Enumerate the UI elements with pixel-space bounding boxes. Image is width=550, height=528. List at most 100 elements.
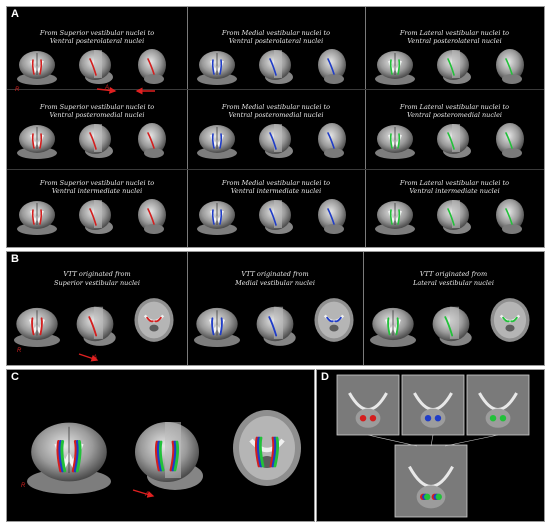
b-axial-2 <box>314 298 354 342</box>
panel-d-label: D <box>321 371 329 383</box>
a-lateral-r1-c1 <box>138 49 166 84</box>
a-lateral-r2-c1 <box>138 123 166 158</box>
b-coronal-1-tract-right <box>39 317 43 336</box>
caption-a-6-line-1: From Lateral vestibular nuclei to <box>399 103 510 111</box>
panel-c-brain-images <box>27 410 301 498</box>
caption-b-1-line-1: VTT originated from <box>63 270 131 278</box>
caption-b-2-line-1: VTT originated from <box>241 270 309 278</box>
c-coronal-combined-tract-l-1 <box>56 440 63 473</box>
d-slice-medial-blob-r-1 <box>434 415 442 422</box>
a-lateral-r1-c2 <box>318 49 346 84</box>
panel-b-label: B <box>11 253 19 265</box>
b-axial-1 <box>134 298 174 342</box>
a-sagittal-r1-c2-tract <box>269 58 277 76</box>
a-arrow-1 <box>96 86 117 94</box>
a-coronal-r1-c1-tract-left <box>31 59 35 75</box>
b-sagittal-2-tract <box>268 316 278 337</box>
caption-b-1-line-2: Superior vestibular nuclei <box>54 279 140 287</box>
panel-b-divider-1 <box>187 252 188 365</box>
b-coronal-2-tract-right <box>219 317 223 336</box>
b-axial-3-tract-right <box>510 316 518 323</box>
a-coronal-r1-c2-tract-left <box>211 59 215 75</box>
d-connector-2 <box>430 434 434 447</box>
orientation-r-mark-a: R <box>15 87 20 93</box>
caption-a-2: From Medial vestibular nuclei to Ventral… <box>187 29 365 45</box>
a-coronal-r2-c2-tract-left <box>211 133 215 149</box>
c-sagittal-combined-tract-l-2 <box>156 440 163 472</box>
caption-a-9: From Lateral vestibular nuclei to Ventra… <box>365 179 544 195</box>
a-sagittal-r3-c1 <box>79 200 113 234</box>
a-sagittal-r1-c1-tract <box>89 58 97 76</box>
caption-a-3-line-2: Ventral posterolateral nuclei <box>407 37 502 45</box>
caption-b-2: VTT originated from Medial vestibular nu… <box>187 270 363 288</box>
a-lateral-r2-c3-tract <box>505 132 513 149</box>
a-sagittal-r2-c3-tract <box>447 132 455 150</box>
a-coronal-r3-c3-tract-left <box>389 209 393 225</box>
a-lateral-r3-c3-tract <box>505 208 513 225</box>
b-coronal-3 <box>370 307 416 347</box>
a-coronal-r3-c1-tract-right <box>39 209 43 225</box>
a-coronal-r1-c3-tract-left <box>389 59 393 75</box>
c-sagittal-combined-tract-r-2 <box>171 440 178 472</box>
orientation-a-mark-a: A <box>105 85 110 91</box>
caption-a-2-line-1: From Medial vestibular nuclei to <box>221 29 331 37</box>
d-slice-superior <box>336 374 400 436</box>
c-coronal-combined-tract-l-3 <box>60 440 67 473</box>
c-axial-combined <box>233 410 301 486</box>
a-lateral-r1-c2-tract <box>327 58 335 75</box>
caption-a-7-line-2: Ventral intermediate nuclei <box>51 187 143 195</box>
a-sagittal-r2-c2 <box>259 124 293 158</box>
caption-a-6: From Lateral vestibular nuclei to Ventra… <box>365 103 544 119</box>
caption-a-4: From Superior vestibular nuclei to Ventr… <box>7 103 187 119</box>
a-coronal-r2-c3-tract-right <box>397 133 401 149</box>
c-axial-combined-tract-l-3 <box>258 436 265 468</box>
a-lateral-r1-c3-tract <box>505 58 513 75</box>
d-slice-combined-blob-l-3 <box>424 493 431 501</box>
panel-c: C R A <box>6 369 315 522</box>
panel-a-divider-1 <box>187 7 188 247</box>
caption-a-5-line-1: From Medial vestibular nuclei to <box>221 103 331 111</box>
b-coronal-3-tract-left <box>387 317 391 336</box>
a-sagittal-r3-c2-tract <box>269 208 277 226</box>
caption-a-3: From Lateral vestibular nuclei to Ventra… <box>365 29 544 45</box>
a-sagittal-r3-c1-tract <box>89 208 97 226</box>
orientation-r-mark-c: R <box>21 483 26 489</box>
b-coronal-2-tract-left <box>211 317 215 336</box>
a-coronal-r2-c3-tract-left <box>389 133 393 149</box>
b-arrow-1 <box>78 353 99 362</box>
a-coronal-r2-c2 <box>197 125 237 159</box>
caption-a-3-line-1: From Lateral vestibular nuclei to <box>399 29 510 37</box>
a-coronal-r3-c2-tract-right <box>219 209 223 225</box>
caption-a-5: From Medial vestibular nuclei to Ventral… <box>187 103 365 119</box>
a-lateral-r3-c1 <box>138 199 166 234</box>
d-connector-3 <box>444 434 499 447</box>
b-axial-1-tract-left <box>146 316 154 323</box>
d-slice-lateral <box>466 374 530 436</box>
a-lateral-r3-c2 <box>318 199 346 234</box>
caption-b-3: VTT originated from Lateral vestibular n… <box>363 270 544 288</box>
a-lateral-r1-c1-tract <box>147 58 155 75</box>
c-axial-combined-tract-r-2 <box>271 436 278 468</box>
panel-b-brain-images <box>14 298 530 362</box>
b-axial-3-tract-left <box>502 316 510 323</box>
b-sagittal-2 <box>256 306 296 346</box>
a-lateral-r3-c1-tract <box>147 208 155 225</box>
caption-a-1: From Superior vestibular nuclei to Ventr… <box>7 29 187 45</box>
panel-a-row-divider-2 <box>7 169 544 170</box>
caption-a-9-line-2: Ventral intermediate nuclei <box>409 187 500 195</box>
d-slice-medial-blob-l-1 <box>424 415 432 422</box>
b-sagittal-1 <box>76 306 116 346</box>
caption-a-4-line-1: From Superior vestibular nuclei to <box>39 103 155 111</box>
c-sagittal-combined <box>135 422 203 490</box>
c-coronal-combined-tract-r-2 <box>73 440 80 473</box>
d-slice-combined-blob-r-3 <box>435 493 442 501</box>
c-coronal-combined <box>27 422 111 494</box>
a-coronal-r2-c2-tract-right <box>219 133 223 149</box>
a-coronal-r2-c1-tract-right <box>39 133 43 149</box>
caption-a-8-line-1: From Medial vestibular nuclei to <box>221 179 331 187</box>
d-slice-superior-blob-l-1 <box>359 415 367 422</box>
a-coronal-r2-c1 <box>17 125 57 159</box>
c-axial-combined-tract-r-1 <box>269 436 276 468</box>
a-coronal-r1-c2-tract-right <box>219 59 223 75</box>
panel-b: B VTT originated from Superior vestibula… <box>6 251 545 366</box>
